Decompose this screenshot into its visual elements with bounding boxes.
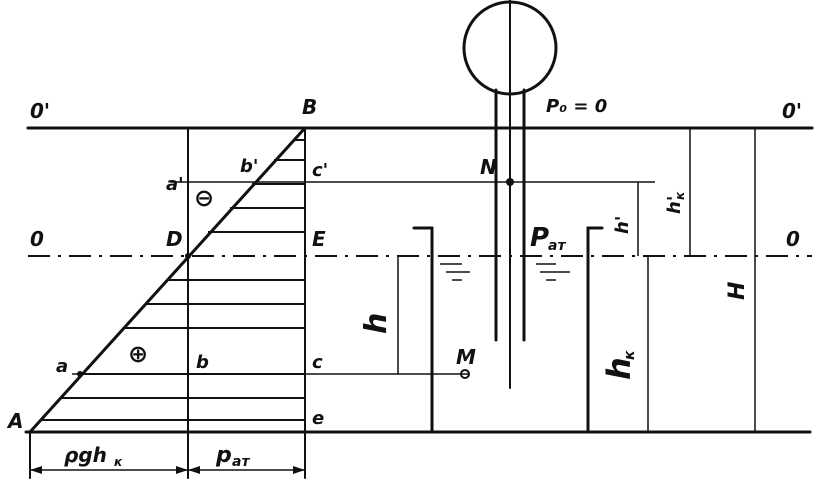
point-a [77,371,83,377]
label-c-prime: c' [312,160,328,181]
label-h-prime: h' [612,216,633,234]
label-e: E [312,227,326,251]
svg-text:P: P [530,223,549,253]
svg-text:ρgh: ρgh [64,443,107,467]
label-plus-sign: ⊕ [128,340,148,368]
svg-text:p: p [215,443,232,468]
label-b-prime: b' [240,156,258,177]
svg-text:ат: ат [232,454,250,470]
svg-text:ат: ат [548,238,566,254]
hypotenuse-ab [28,126,307,434]
label-a: a [56,356,68,377]
label-c: c [312,352,323,373]
label-p0: P₀ = 0 [546,96,607,117]
label-n: N [480,155,497,179]
label-minus-sign: ⊖ [194,184,214,212]
tank [412,226,604,432]
pressure-triangle [28,126,307,479]
bottom-dimension [30,466,305,474]
label-o-left: 0 [30,227,44,251]
label-o-prime-left: 0' [30,99,50,123]
label-rho-g-h: ρgh к [64,443,123,469]
label-a-prime: a' [166,174,184,195]
label-p-at-tank: P ат [530,223,566,254]
svg-text:h: h [600,357,638,380]
svg-text:к: к [114,455,123,469]
svg-text:к: к [673,191,687,200]
label-a-corner: A [6,409,23,433]
point-d [185,253,191,259]
label-h-k: h к [600,350,638,380]
label-m: M [456,345,476,369]
label-h: h [359,313,394,334]
label-b-lower: b [196,352,209,373]
label-d: D [166,227,183,251]
right-dimensions [397,128,756,432]
label-H: H [725,282,750,300]
point-m [460,369,470,379]
svg-text:h': h' [664,196,685,214]
label-h-k-prime: h' к [664,191,687,214]
label-b: B [302,95,317,119]
water-surface-marks [440,263,570,281]
label-o-right: 0 [786,227,800,251]
label-e-bottom: e [312,408,324,429]
closed-tube [462,0,558,389]
svg-text:к: к [622,350,638,360]
label-p-at-bottom: p ат [215,443,250,470]
label-o-prime-right: 0' [782,99,802,123]
point-n [506,178,514,186]
